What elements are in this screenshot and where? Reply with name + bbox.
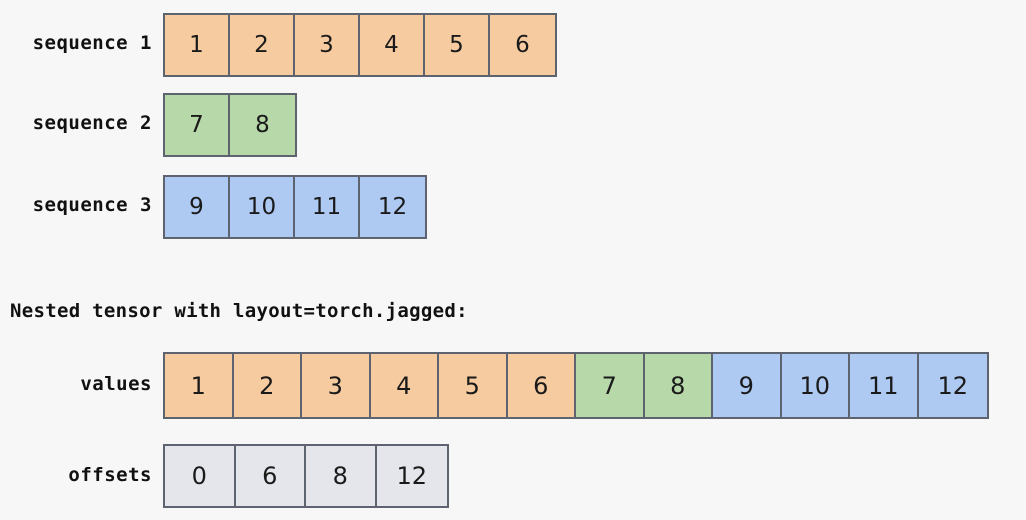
sequence-3-label: sequence 3 (32, 194, 152, 216)
sequence-3-cell: 10 (230, 177, 295, 237)
offsets-cell: 12 (376, 446, 447, 506)
sequence-3-cell: 11 (295, 177, 360, 237)
values-cell: 12 (918, 354, 987, 417)
values-cell: 6 (507, 354, 576, 417)
sequence-2-cell: 8 (230, 95, 295, 155)
offsets-cell: 8 (306, 446, 377, 506)
values-cell: 11 (850, 354, 919, 417)
sequence-3-cell: 9 (165, 177, 230, 237)
values-row-label: values (80, 373, 152, 395)
values-cell: 5 (439, 354, 508, 417)
offsets-cell: 6 (235, 446, 306, 506)
values-cell: 10 (781, 354, 850, 417)
values-cell: 4 (370, 354, 439, 417)
section-title: Nested tensor with layout=torch.jagged: (10, 300, 468, 322)
sequence-1-cell: 6 (490, 15, 555, 75)
sequence-1-cell: 4 (360, 15, 425, 75)
sequence-3-cell: 12 (360, 177, 425, 237)
sequence-2-cell: 7 (165, 95, 230, 155)
sequence-1-cell: 1 (165, 15, 230, 75)
sequence-2-label: sequence 2 (32, 112, 152, 134)
sequence-1-cell: 3 (295, 15, 360, 75)
values-cell: 8 (644, 354, 713, 417)
sequence-1-cell: 5 (425, 15, 490, 75)
values-cell: 9 (713, 354, 782, 417)
sequence-1-label: sequence 1 (32, 32, 152, 54)
values-cell: 3 (302, 354, 371, 417)
values-cell: 2 (233, 354, 302, 417)
offsets-cell: 0 (165, 446, 236, 506)
sequence-1-cell: 2 (230, 15, 295, 75)
values-cell: 1 (165, 354, 234, 417)
values-cell: 7 (576, 354, 645, 417)
offsets-row-label: offsets (68, 464, 152, 486)
